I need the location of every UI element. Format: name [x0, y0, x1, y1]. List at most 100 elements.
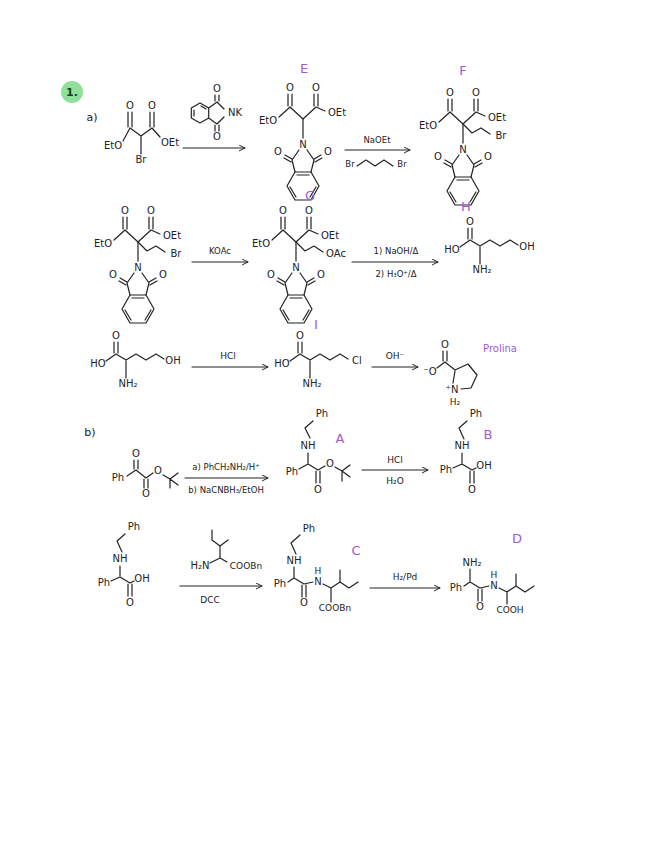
- atom-label: N: [459, 145, 466, 155]
- atom-label: O: [305, 206, 313, 216]
- compound-letter: C: [351, 544, 360, 557]
- atom-label: EtO: [94, 239, 112, 249]
- atom-label: OEt: [328, 108, 346, 118]
- reagent-label: HCl: [387, 456, 403, 465]
- atom-label: OEt: [488, 113, 506, 123]
- atom-label: EtO: [252, 239, 270, 249]
- atom-label: O: [484, 152, 492, 162]
- atom-label: N: [314, 577, 321, 587]
- atom-label: O: [476, 602, 484, 612]
- atom-label: O: [468, 485, 476, 495]
- atom-label: NH: [113, 554, 128, 564]
- atom-label: NH: [455, 441, 470, 451]
- reagent-label: H₂: [450, 398, 460, 407]
- atom-label: OH: [165, 356, 180, 366]
- molecule-bonds: [453, 421, 476, 483]
- atom-label: EtO: [419, 121, 437, 131]
- atom-label: N: [134, 263, 141, 273]
- atom-label: O: [441, 340, 449, 350]
- atom-label: O: [267, 270, 275, 280]
- atom-label: Ph: [470, 409, 482, 419]
- atom-label: NH₂: [118, 379, 137, 389]
- reaction-arrow: [183, 147, 245, 148]
- reaction-arrow: [370, 587, 440, 588]
- atom-label: O: [466, 217, 474, 227]
- molecule-bonds: [127, 460, 178, 488]
- atom-label: Ph: [440, 465, 452, 475]
- atom-label: O: [300, 598, 308, 608]
- atom-label: OH: [134, 574, 149, 584]
- atom-label: O: [472, 88, 480, 98]
- atom-label: Br: [171, 249, 182, 259]
- atom-label: b): [84, 427, 95, 438]
- atom-label: O: [126, 101, 134, 111]
- number-circle: 1.: [61, 81, 83, 103]
- molecule-bonds: [114, 217, 160, 323]
- atom-label: Ph: [98, 578, 110, 588]
- exercise-number: 1.: [66, 87, 78, 98]
- molecule-bonds: [299, 421, 350, 483]
- molecule-bonds: [111, 534, 134, 596]
- reagent-label: 2) H₃O⁺/Δ: [375, 270, 416, 279]
- atom-label: O: [326, 459, 334, 469]
- atom-label: Ph: [128, 522, 140, 532]
- atom-label: H₂N: [190, 561, 209, 571]
- reaction-arrow: [192, 366, 268, 367]
- reaction-arrow: [362, 469, 428, 470]
- reagent-label: Br: [397, 160, 406, 169]
- reagent-label: H: [491, 571, 498, 580]
- atom-label: Ph: [112, 473, 124, 483]
- reagent-chain: [357, 160, 393, 166]
- molecule-bonds: [464, 569, 534, 604]
- reagent-label: H₂/Pd: [393, 573, 418, 582]
- atom-label: O: [109, 270, 117, 280]
- atom-label: Ph: [303, 524, 315, 534]
- compound-letter: Prolina: [483, 344, 517, 354]
- atom-label: O: [434, 152, 442, 162]
- atom-label: ⁻O: [423, 367, 436, 377]
- atom-label: O: [154, 466, 162, 476]
- compound-letter: E: [300, 62, 308, 75]
- atom-label: NH: [301, 441, 316, 451]
- atom-label: O: [446, 88, 454, 98]
- reagent-label: Br: [345, 160, 354, 169]
- reaction-arrow: [192, 261, 248, 262]
- reagent-label: HCl: [220, 352, 236, 361]
- atom-label: EtO: [259, 116, 277, 126]
- atom-label: O: [213, 132, 221, 142]
- atom-label: O: [121, 206, 129, 216]
- atom-label: Ph: [316, 409, 328, 419]
- reaction-arrow: [372, 366, 418, 367]
- reagent-label: a) PhCH₂NH₂/H⁺: [192, 463, 259, 472]
- reagent-label: DCC: [200, 596, 220, 605]
- atom-label: O: [147, 206, 155, 216]
- atom-label: O: [148, 101, 156, 111]
- atom-label: NH₂: [472, 265, 491, 275]
- atom-label: OEt: [163, 231, 181, 241]
- compound-letter: I: [314, 318, 318, 331]
- molecule-bonds: [106, 342, 164, 378]
- atom-label: OEt: [321, 231, 339, 241]
- reagent-label: COOH: [496, 606, 523, 615]
- atom-label: O: [279, 206, 287, 216]
- reagent-label: KOAc: [209, 247, 231, 256]
- atom-label: O: [132, 449, 140, 459]
- atom-label: OH: [519, 242, 534, 252]
- molecule-bonds: [437, 351, 477, 389]
- atom-label: Br: [496, 131, 507, 141]
- molecule-bonds: [439, 99, 485, 205]
- atom-label: NH₂: [302, 379, 321, 389]
- atom-label: O: [126, 598, 134, 608]
- atom-label: NH₂: [462, 558, 481, 568]
- atom-label: O: [213, 84, 221, 94]
- atom-label: O: [142, 489, 150, 499]
- molecule-bonds: [279, 94, 325, 200]
- molecule-bonds: [460, 228, 518, 264]
- atom-label: O: [324, 147, 332, 157]
- atom-label: O: [317, 270, 325, 280]
- reagent-label: OH⁻: [386, 352, 405, 361]
- atom-label: a): [86, 112, 97, 123]
- reagent-label: COOBn: [319, 604, 351, 613]
- compound-letter: D: [512, 532, 522, 545]
